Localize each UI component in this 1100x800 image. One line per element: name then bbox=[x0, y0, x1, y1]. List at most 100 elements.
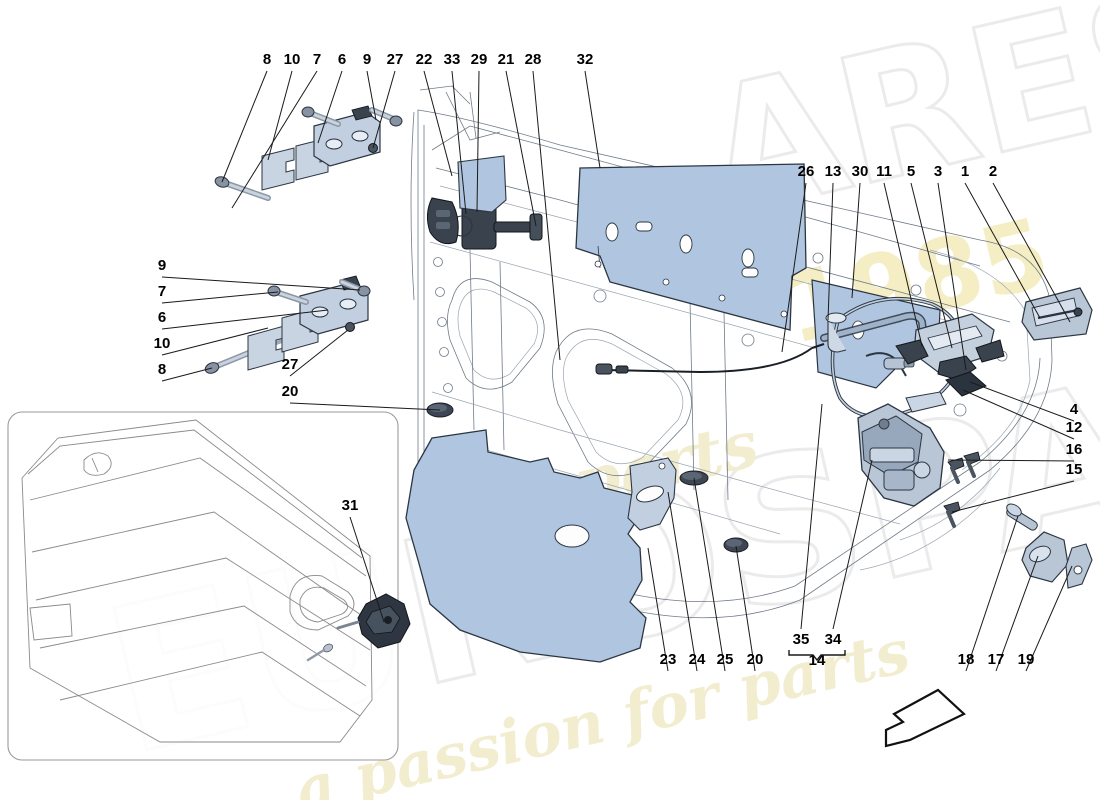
callout-leader-29 bbox=[476, 70, 480, 213]
callout-leader-27 bbox=[289, 329, 349, 377]
door-trim-panel-drawing bbox=[21, 419, 411, 743]
door-latch-mechanism bbox=[857, 391, 947, 507]
hinge-bolt-7 bbox=[301, 106, 341, 127]
callout-number-11-right_top_row: 11 bbox=[876, 163, 892, 180]
callout-number-35: 35 bbox=[793, 631, 810, 648]
callout-number-30-right_top_row: 30 bbox=[852, 163, 869, 180]
callout-number-17-bottom_right_row: 17 bbox=[988, 651, 1005, 668]
callout-leader-6 bbox=[317, 70, 343, 144]
callout-leader-31 bbox=[349, 516, 385, 623]
callout-leader-10 bbox=[161, 327, 269, 356]
callout-number-19-bottom_right_row: 19 bbox=[1018, 651, 1035, 668]
upper-sealing-membrane bbox=[575, 163, 807, 331]
callout-number-1-right_top_row: 1 bbox=[961, 163, 969, 180]
callout-number-3-right_top_row: 3 bbox=[934, 163, 942, 180]
callout-leader-18 bbox=[965, 515, 1019, 672]
callout-number-9-left_mid: 9 bbox=[158, 257, 166, 274]
callout-number-4-right_mid: 4 bbox=[1070, 401, 1079, 418]
callout-leader-20 bbox=[735, 545, 756, 672]
callout-number-15-right_mid: 15 bbox=[1066, 461, 1083, 478]
callout-leader-11 bbox=[883, 182, 923, 347]
callout-number-34: 34 bbox=[825, 631, 842, 648]
callout-leader-21 bbox=[505, 70, 537, 227]
direction-arrow bbox=[884, 688, 966, 748]
callout-leader-35 bbox=[800, 403, 823, 630]
hinge-bracket-6 bbox=[313, 105, 381, 167]
callout-leader-34 bbox=[832, 459, 873, 630]
door-fastener-holes bbox=[431, 227, 1008, 417]
callout-leader-3 bbox=[937, 182, 967, 371]
group-bracket-14 bbox=[788, 650, 846, 662]
inset-panel-border bbox=[7, 411, 399, 761]
callout-leader-8 bbox=[161, 367, 213, 382]
callout-number-28-top_row: 28 bbox=[525, 51, 542, 68]
callout-number-18-bottom_right_row: 18 bbox=[958, 651, 975, 668]
callout-number-6-left_mid: 6 bbox=[158, 309, 166, 326]
callout-number-23-bottom_row: 23 bbox=[660, 651, 677, 668]
callout-number-27-left_mid: 27 bbox=[282, 356, 299, 373]
callout-number-27-top_row: 27 bbox=[387, 51, 404, 68]
callout-number-20-bottom_row: 20 bbox=[747, 651, 764, 668]
callout-number-8-top_row: 8 bbox=[263, 51, 271, 68]
callout-number-22-top_row: 22 bbox=[416, 51, 433, 68]
hinge-bolt-7b bbox=[267, 285, 309, 305]
callout-number-5-right_top_row: 5 bbox=[907, 163, 915, 180]
hinge-bolt-9 bbox=[369, 107, 403, 127]
callout-leader-26 bbox=[781, 182, 807, 353]
callout-leader-12 bbox=[962, 389, 1075, 440]
callout-leader-30 bbox=[851, 182, 861, 299]
callout-number-10-left_mid: 10 bbox=[154, 335, 171, 352]
callout-number-29-top_row: 29 bbox=[471, 51, 488, 68]
callout-leader-6 bbox=[161, 309, 329, 330]
hinge-long-bolt-8 bbox=[214, 176, 271, 201]
callout-leader-17 bbox=[995, 555, 1039, 672]
callout-number-32-top_row: 32 bbox=[577, 51, 594, 68]
callout-leader-23 bbox=[647, 547, 669, 672]
hinge-bolt-9b bbox=[339, 279, 371, 297]
trim-panel-screw bbox=[306, 643, 334, 662]
main-door-membrane bbox=[405, 429, 647, 663]
door-lock-striker-group bbox=[895, 313, 1005, 397]
callout-leader-28 bbox=[532, 70, 561, 361]
callout-number-7-left_mid: 7 bbox=[158, 283, 166, 300]
callout-leader-7 bbox=[161, 291, 279, 304]
window-regulator-cable-loop bbox=[825, 296, 964, 419]
callout-leader-1 bbox=[964, 182, 1041, 319]
callout-leader-2 bbox=[992, 182, 1071, 323]
callout-number-13-right_top_row: 13 bbox=[825, 163, 842, 180]
callout-leader-5 bbox=[910, 182, 953, 349]
callout-number-2-right_top_row: 2 bbox=[989, 163, 997, 180]
striker-plate-assembly bbox=[1021, 287, 1093, 341]
callout-number-20-left_mid: 20 bbox=[282, 383, 299, 400]
callout-leader-10 bbox=[267, 70, 293, 161]
callout-number-9-top_row: 9 bbox=[363, 51, 371, 68]
callout-leader-25 bbox=[693, 477, 726, 672]
callout-leader-7 bbox=[231, 70, 318, 209]
callout-number-10-top_row: 10 bbox=[284, 51, 301, 68]
door-check-bracket bbox=[627, 457, 677, 531]
callout-leader-16 bbox=[947, 459, 1075, 462]
callout-number-26-right_top_row: 26 bbox=[798, 163, 815, 180]
callout-leader-9 bbox=[161, 276, 361, 291]
lock-control-cable bbox=[595, 343, 825, 375]
callout-number-7-top_row: 7 bbox=[313, 51, 321, 68]
callout-number-21-top_row: 21 bbox=[498, 51, 515, 68]
callout-number-33-top_row: 33 bbox=[444, 51, 461, 68]
callout-number-24-bottom_row: 24 bbox=[689, 651, 706, 668]
hinge-bracket-6b bbox=[299, 275, 369, 335]
callout-leader-32 bbox=[584, 70, 601, 169]
callout-leader-24 bbox=[667, 491, 698, 672]
upper-hinge-exploded-group bbox=[214, 105, 403, 201]
callout-leader-lines bbox=[161, 70, 1075, 672]
callout-number-8-left_mid: 8 bbox=[158, 361, 166, 378]
callout-number-6-top_row: 6 bbox=[338, 51, 346, 68]
small-membrane-flap bbox=[457, 155, 507, 213]
callout-leader-33 bbox=[451, 70, 467, 215]
callout-leader-8 bbox=[221, 70, 268, 183]
callout-number-31-inset: 31 bbox=[342, 497, 359, 514]
